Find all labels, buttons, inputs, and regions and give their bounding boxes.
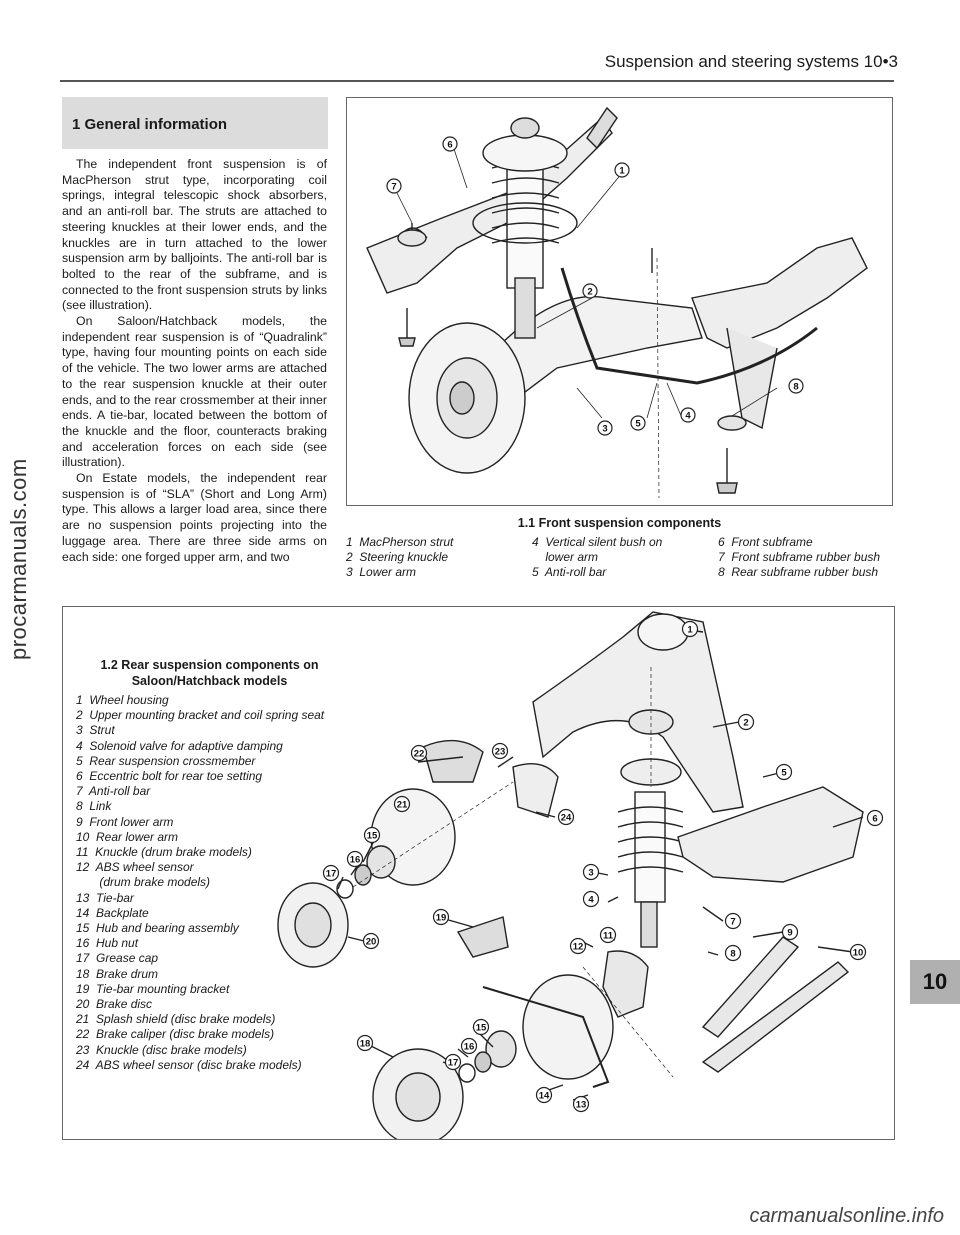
- section-title: 1 General information: [72, 116, 228, 133]
- legend-item: 20 Brake disc: [76, 997, 153, 1012]
- callout-label: 5: [635, 419, 641, 430]
- legend-item: 5 Anti-roll bar: [532, 565, 607, 579]
- figure-1-caption: 1.1 Front suspension components: [517, 516, 722, 530]
- legend-item: (drum brake models): [76, 875, 211, 890]
- legend-item: 17 Grease cap: [76, 951, 159, 966]
- callout-label: 11: [603, 931, 614, 942]
- legend-item: 4 Solenoid valve for adaptive damping: [76, 738, 283, 753]
- figure-2-caption-line-1: 1.2 Rear suspension components on: [100, 658, 319, 672]
- header-rule: [60, 80, 894, 82]
- chapter-tab: [910, 960, 960, 1004]
- legend-item: 6 Front subframe: [718, 535, 813, 549]
- legend-item: 15 Hub and bearing assembly: [76, 921, 239, 936]
- callout-label: 3: [602, 424, 607, 435]
- body-paragraph: On Saloon/Hatchback models, the independ…: [62, 314, 327, 470]
- callout-label: 8: [793, 382, 798, 393]
- callout-label: 19: [436, 913, 447, 924]
- legend-item: 19 Tie-bar mounting bracket: [76, 981, 230, 996]
- body-text-column: The independent front suspension is of M…: [62, 157, 327, 565]
- legend-item: 23 Knuckle (disc brake models): [76, 1042, 247, 1057]
- callout-label: 22: [414, 749, 425, 760]
- legend-item: 5 Rear suspension crossmember: [76, 753, 256, 768]
- legend-item: 8 Rear subframe rubber bush: [718, 565, 879, 579]
- legend-item: 6 Eccentric bolt for rear toe setting: [76, 769, 263, 784]
- callout-label: 10: [853, 948, 864, 959]
- callout-label: 14: [539, 1091, 550, 1102]
- chapter-tab-label: 10: [922, 969, 948, 994]
- legend-item: 7 Front subframe rubber bush: [718, 550, 881, 564]
- figure-front-suspension: 1 2 3 4 5 6 7 8: [346, 97, 893, 506]
- callout-label: 12: [573, 942, 584, 953]
- side-watermark: procarmanuals.com: [6, 458, 31, 660]
- callout-label: 17: [448, 1058, 459, 1069]
- figure-1-legend-col-1: 1 MacPherson strut 2 Steering knuckle 3 …: [346, 535, 453, 580]
- figure-rear-suspension: 1 2 5 6 22 23 21 24 15 16 17 3 4 7 9 10 …: [62, 606, 895, 1140]
- callout-label: 15: [367, 831, 378, 842]
- figure-2-caption: 1.2 Rear suspension components on Saloon…: [82, 657, 337, 689]
- rear-suspension-illustration: 1 2 5 6 22 23 21 24 15 16 17 3 4 7 9 10 …: [277, 611, 884, 1139]
- callout-label: 16: [464, 1042, 475, 1053]
- callout-label: 5: [781, 768, 787, 779]
- footer-watermark: carmanualsonline.info: [749, 1205, 944, 1227]
- figure-1-legend-col-3: 6 Front subframe 7 Front subframe rubber…: [718, 535, 880, 580]
- legend-item: 9 Front lower arm: [76, 814, 174, 829]
- legend-item: 3 Lower arm: [346, 565, 417, 579]
- callout-label: 20: [366, 937, 377, 948]
- legend-item: 7 Anti-roll bar: [76, 784, 151, 799]
- section-heading-box: [62, 97, 328, 149]
- callout-label: 6: [872, 814, 877, 825]
- callout-label: 2: [743, 718, 748, 729]
- callout-label: 8: [730, 949, 735, 960]
- callout-label: 1: [687, 625, 693, 636]
- callout-label: 18: [360, 1039, 371, 1050]
- legend-item: 1 MacPherson strut: [346, 535, 454, 549]
- legend-item: 2 Steering knuckle: [346, 550, 449, 564]
- legend-item: 22 Brake caliper (disc brake models): [76, 1027, 275, 1042]
- callout-label: 13: [576, 1100, 587, 1111]
- legend-item: 10 Rear lower arm: [76, 829, 179, 844]
- body-paragraph: The independent front suspension is of M…: [62, 157, 327, 313]
- callout-label: 21: [397, 800, 408, 811]
- legend-item: 11 Knuckle (drum brake models): [76, 845, 252, 860]
- callout-label: 2: [587, 287, 592, 298]
- legend-item: 3 Strut: [76, 723, 115, 738]
- body-paragraph: On Estate models, the independent rear s…: [62, 471, 327, 564]
- legend-item: 4 Vertical silent bush on: [532, 535, 663, 549]
- legend-item: 8 Link: [76, 799, 112, 814]
- front-suspension-illustration: 1 2 3 4 5 6 7 8: [366, 106, 868, 499]
- callout-label: 6: [447, 140, 452, 151]
- legend-item: 24 ABS wheel sensor (disc brake models): [76, 1057, 302, 1072]
- legend-item: 21 Splash shield (disc brake models): [76, 1012, 276, 1027]
- callout-label: 7: [391, 182, 396, 193]
- figure-2-caption-line-2: Saloon/Hatchback models: [131, 674, 288, 688]
- callout-label: 15: [476, 1023, 487, 1034]
- legend-item: 16 Hub nut: [76, 936, 139, 951]
- callout-label: 17: [326, 869, 337, 880]
- legend-item: 2 Upper mounting bracket and coil spring…: [76, 708, 325, 723]
- legend-item: lower arm: [532, 550, 599, 564]
- page-header-title: Suspension and steering systems 10•3: [604, 52, 898, 71]
- callout-label: 9: [787, 928, 792, 939]
- figure-2-legend: 1 Wheel housing 2 Upper mounting bracket…: [76, 693, 324, 1073]
- legend-item: 1 Wheel housing: [76, 693, 169, 707]
- callout-label: 3: [588, 868, 593, 879]
- legend-item: 13 Tie-bar: [76, 890, 134, 905]
- legend-item: 18 Brake drum: [76, 966, 159, 981]
- legend-item: 14 Backplate: [76, 905, 149, 920]
- callout-label: 4: [588, 895, 594, 906]
- callout-label: 16: [350, 855, 361, 866]
- callout-label: 7: [730, 917, 735, 928]
- legend-item: 12 ABS wheel sensor: [76, 860, 194, 875]
- callout-label: 4: [685, 411, 691, 422]
- callout-label: 1: [619, 166, 625, 177]
- figure-1-legend-col-2: 4 Vertical silent bush on lower arm 5 An…: [532, 535, 662, 580]
- callout-label: 24: [561, 813, 572, 824]
- callout-label: 23: [495, 747, 506, 758]
